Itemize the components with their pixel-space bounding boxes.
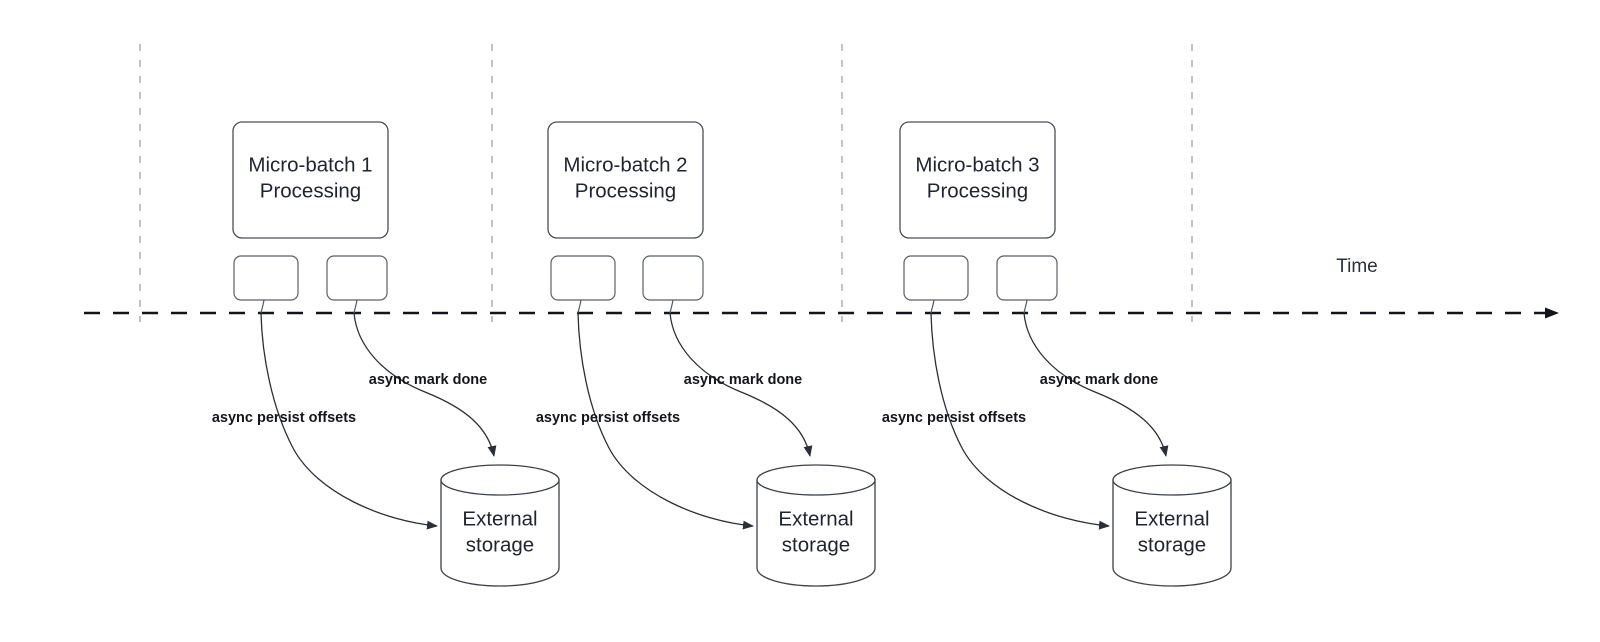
storage-label-line2: storage — [1138, 533, 1206, 556]
group-1-mark-done-task-box[interactable] — [326, 255, 388, 301]
group-2-process-box[interactable]: Micro-batch 2 Processing — [547, 121, 704, 239]
group-1-persist-task-box[interactable] — [233, 255, 299, 301]
storage-cylinder-top — [440, 464, 560, 496]
time-axis-label: Time — [1336, 256, 1378, 277]
group-2: Micro-batch 2 Processing async persist o… — [536, 121, 876, 587]
storage-label-line1: External — [778, 507, 853, 530]
group-1-mark-done-stem — [353, 299, 358, 314]
group-3-process-box[interactable]: Micro-batch 3 Processing — [899, 121, 1056, 239]
process-box-label-line1: Micro-batch 3 — [915, 153, 1039, 176]
group-2-persist-stem — [577, 299, 582, 314]
process-box-label-line2: Processing — [927, 179, 1028, 202]
storage-cylinder-top — [756, 464, 876, 496]
group-1-mark-done-label: async mark done — [369, 372, 487, 388]
group-2-persist-offsets-arrow — [577, 312, 754, 530]
group-2-mark-done-arrow — [669, 312, 813, 457]
group-3: Micro-batch 3 Processing async persist o… — [882, 121, 1232, 587]
group-1: Micro-batch 1 Processing async persist o… — [212, 121, 560, 587]
group-3-persist-task-box[interactable] — [903, 255, 969, 301]
group-1-external-storage[interactable]: External storage — [440, 464, 560, 587]
group-2-persist-offsets-label: async persist offsets — [536, 410, 680, 426]
group-2-mark-done-task-box[interactable] — [642, 255, 704, 301]
group-3-mark-done-task-box[interactable] — [996, 255, 1058, 301]
storage-cylinder-top — [1112, 464, 1232, 496]
storage-label-line1: External — [462, 507, 537, 530]
process-box-rect[interactable] — [899, 121, 1056, 239]
group-1-mark-done-arrow — [353, 312, 497, 457]
group-1-process-box[interactable]: Micro-batch 1 Processing — [232, 121, 389, 239]
group-3-persist-stem — [930, 299, 935, 314]
group-3-external-storage[interactable]: External storage — [1112, 464, 1232, 587]
process-box-label-line2: Processing — [575, 179, 676, 202]
group-2-mark-done-label: async mark done — [684, 372, 802, 388]
group-1-persist-offsets-label: async persist offsets — [212, 410, 356, 426]
storage-label-line2: storage — [466, 533, 534, 556]
storage-cylinder-body[interactable] — [756, 479, 876, 587]
process-box-label-line1: Micro-batch 1 — [248, 153, 372, 176]
process-box-label-line2: Processing — [260, 179, 361, 202]
process-box-rect[interactable] — [547, 121, 704, 239]
group-3-persist-offsets-label: async persist offsets — [882, 410, 1026, 426]
group-1-persist-stem — [260, 299, 265, 314]
group-3-persist-offsets-arrow — [930, 312, 1110, 530]
group-3-mark-done-label: async mark done — [1040, 372, 1158, 388]
group-3-mark-done-stem — [1023, 299, 1028, 314]
group-1-persist-offsets-arrow — [260, 312, 438, 530]
storage-cylinder-body[interactable] — [440, 479, 560, 587]
process-box-label-line1: Micro-batch 2 — [563, 153, 687, 176]
time-axis: Time — [84, 256, 1559, 319]
process-box-rect[interactable] — [232, 121, 389, 239]
group-2-external-storage[interactable]: External storage — [756, 464, 876, 587]
storage-label-line2: storage — [782, 533, 850, 556]
group-2-persist-task-box[interactable] — [550, 255, 616, 301]
storage-label-line1: External — [1134, 507, 1209, 530]
storage-cylinder-body[interactable] — [1112, 479, 1232, 587]
group-2-mark-done-stem — [669, 299, 674, 314]
group-3-mark-done-arrow — [1023, 312, 1169, 457]
